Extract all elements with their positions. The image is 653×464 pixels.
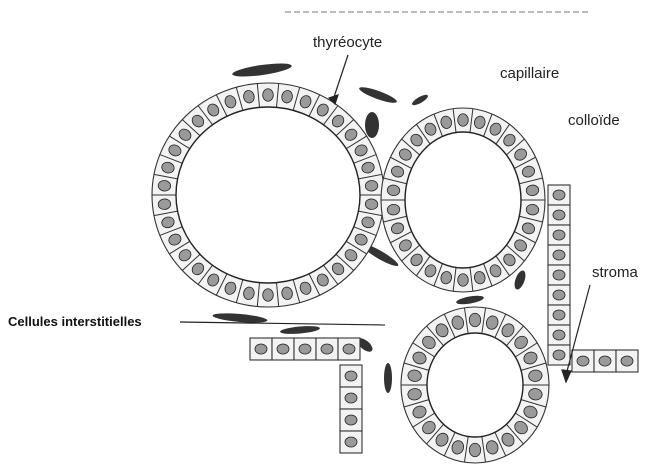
label-stroma: stroma [592, 264, 639, 281]
thyreocyte-nucleus [553, 250, 565, 260]
stroma-patch [232, 61, 293, 79]
follicle-partial-lower-left [250, 338, 362, 453]
thyreocyte-nucleus [553, 330, 565, 340]
label-colloide: colloïde [568, 112, 620, 129]
thyreocyte-nucleus [277, 344, 289, 354]
thyreocyte-nucleus [263, 289, 274, 301]
stroma-patch [456, 294, 485, 306]
thyreocyte-nucleus [345, 437, 357, 447]
thyreocyte-nucleus [458, 114, 469, 126]
pointer-stroma-arrowhead [562, 370, 571, 382]
label-capillaire: capillaire [500, 65, 559, 82]
stroma-patch [358, 84, 398, 105]
thyreocyte-nucleus [458, 274, 469, 286]
thyreocyte-nucleus [345, 371, 357, 381]
pointer-thyreocyte [333, 55, 348, 100]
thyreocyte-nucleus [321, 344, 333, 354]
thyreocyte-nucleus [553, 210, 565, 220]
label-cellules-interstitielles: Cellules interstitielles [8, 314, 142, 329]
stroma-patch [512, 269, 527, 291]
thyreocyte-nucleus [345, 415, 357, 425]
thyreocyte-nucleus [343, 344, 355, 354]
thyreocyte-nucleus [621, 356, 633, 366]
stroma-patch [384, 363, 392, 393]
thyreocyte-nucleus [469, 443, 480, 457]
follicle-partial-right [548, 185, 570, 365]
label-thyreocyte: thyréocyte [313, 34, 382, 51]
thyreocyte-nucleus [345, 393, 357, 403]
colloid-lumen [405, 132, 521, 268]
thyreocyte-nucleus [553, 310, 565, 320]
thyreocyte-nucleus [553, 270, 565, 280]
thyreocyte-nucleus [553, 230, 565, 240]
stroma-patch [365, 112, 379, 138]
follicle-large-left [152, 83, 384, 307]
thyreocyte-nucleus [469, 313, 480, 327]
pointer-interstitial [180, 322, 385, 325]
thyreocyte-nucleus [577, 356, 589, 366]
thyreocyte-nucleus [263, 89, 274, 101]
follicle-upper-right [381, 108, 545, 292]
colloid-lumen [176, 107, 360, 283]
thyreocyte-nucleus [599, 356, 611, 366]
stroma-patch [411, 93, 430, 107]
colloid-lumen [427, 333, 523, 437]
thyreocyte-nucleus [553, 190, 565, 200]
stroma-patch [280, 325, 320, 335]
follicle-partial-bottom-right [572, 350, 638, 372]
thyreocyte-nucleus [299, 344, 311, 354]
thyreocyte-nucleus [553, 350, 565, 360]
follicle-bottom [401, 307, 549, 463]
thyreocyte-nucleus [255, 344, 267, 354]
thyreocyte-nucleus [553, 290, 565, 300]
